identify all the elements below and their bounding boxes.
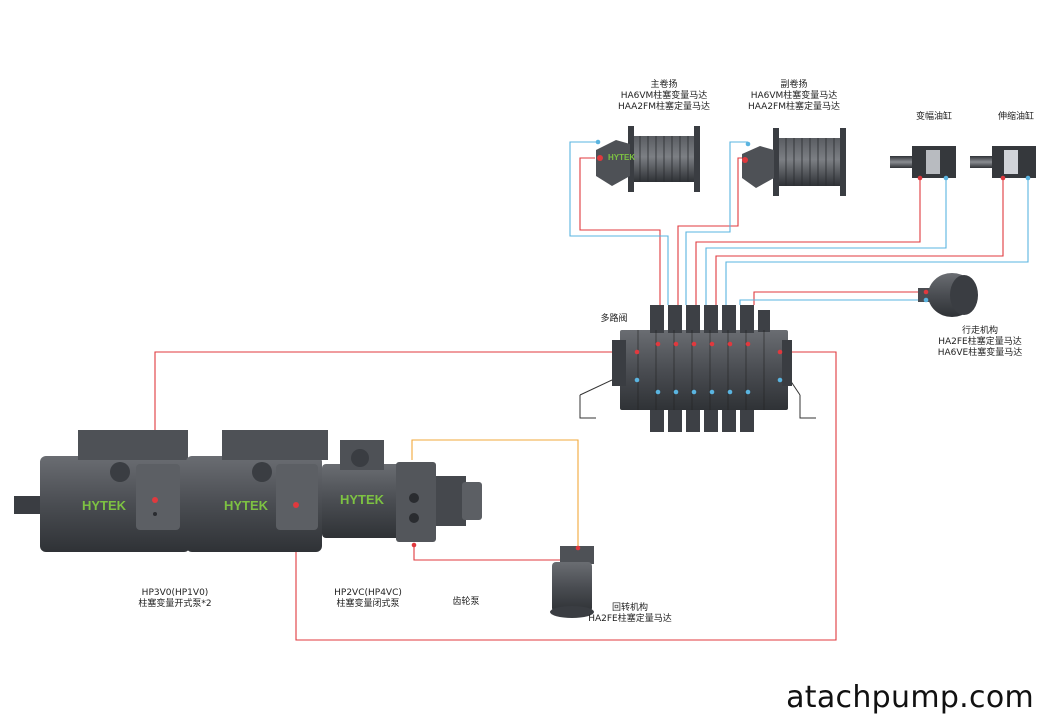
aux-winch: [742, 128, 846, 196]
open-pump-2: [186, 430, 328, 552]
luffing-cylinder-label: 变幅油缸: [915, 112, 952, 122]
luffing-cylinder: [890, 146, 956, 181]
closed-pump-label: HP2VC(HP4VC) 柱塞变量闭式泵: [318, 588, 418, 610]
main-winch-name: 主卷扬: [650, 80, 678, 90]
return-lines: [569, 141, 1029, 305]
aux-winch-motor-2: HAA2FM柱塞定量马达: [748, 102, 840, 112]
multi-valve-label: 多路阀: [600, 314, 628, 324]
aux-winch-name: 副卷扬: [780, 80, 808, 90]
telescopic-cylinder-label: 伸缩油缸: [997, 112, 1034, 122]
open-pump-label: HP3V0(HP1V0) 柱塞变量开式泵*2: [120, 588, 230, 610]
multi-way-valve: [612, 305, 792, 432]
main-winch-brand: HYTEK: [608, 153, 635, 162]
main-winch-label: 主卷扬 HA6VM柱塞变量马达 HAA2FM柱塞定量马达: [616, 80, 712, 113]
travel-motor-1: HA2FE柱塞定量马达: [938, 337, 1022, 347]
travel-label: 行走机构 HA2FE柱塞定量马达 HA6VE柱塞变量马达: [930, 326, 1030, 359]
watermark: atachpump.com: [786, 680, 1034, 715]
open-pump-1: [14, 430, 190, 552]
closed-pump: [322, 440, 436, 548]
closed-pump-model: HP2VC(HP4VC): [334, 588, 402, 598]
open-pump-model: HP3V0(HP1V0): [141, 588, 209, 598]
slewing-label: 回转机构 HA2FE柱塞定量马达: [580, 603, 680, 625]
gear-pump-label: 齿轮泵: [452, 597, 480, 607]
main-winch-motor-1: HA6VM柱塞变量马达: [620, 91, 708, 101]
travel-motor: [918, 273, 978, 317]
open-pump-1-brand: HYTEK: [82, 498, 127, 513]
open-pump-2-brand: HYTEK: [224, 498, 269, 513]
closed-pump-brand: HYTEK: [340, 492, 385, 507]
open-pump-type: 柱塞变量开式泵*2: [138, 599, 212, 609]
gear-pump: [436, 476, 482, 526]
main-winch: [595, 126, 700, 192]
pressure-lines: [154, 157, 1004, 641]
main-winch-motor-2: HAA2FM柱塞定量马达: [618, 102, 710, 112]
slewing-motor-1: HA2FE柱塞定量马达: [588, 614, 672, 624]
travel-motor-2: HA6VE柱塞变量马达: [937, 348, 1023, 358]
travel-name: 行走机构: [961, 326, 998, 336]
aux-winch-label: 副卷扬 HA6VM柱塞变量马达 HAA2FM柱塞定量马达: [746, 80, 842, 113]
slewing-name: 回转机构: [611, 603, 648, 613]
pilot-lines: [411, 439, 579, 548]
aux-winch-motor-1: HA6VM柱塞变量马达: [750, 91, 838, 101]
telescopic-cylinder: [970, 146, 1036, 181]
slewing-motor: [550, 545, 594, 618]
closed-pump-type: 柱塞变量闭式泵: [336, 599, 400, 609]
